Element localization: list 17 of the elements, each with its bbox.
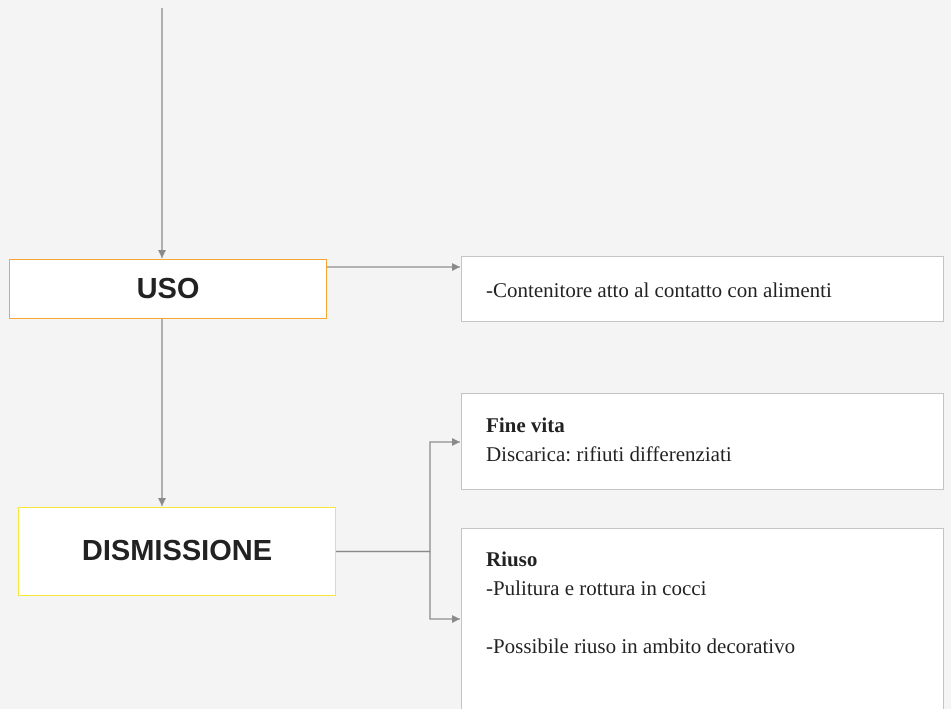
stage-box xyxy=(9,259,327,319)
stage-box xyxy=(18,507,336,596)
note-text: -Pulitura e rottura in cocci xyxy=(486,575,708,602)
arrow xyxy=(327,263,460,271)
note-heading: Fine vita xyxy=(486,412,566,439)
note-heading: Riuso xyxy=(486,546,538,573)
note-box xyxy=(461,256,944,322)
note-box xyxy=(461,393,944,490)
note-text: Discarica: rifiuti differenziati xyxy=(486,441,733,468)
note-text: -Possibile riuso in ambito decorativo xyxy=(486,633,796,660)
arrow xyxy=(158,8,166,258)
stage-label: DISMISSIONE xyxy=(82,535,272,568)
note-text: -Contenitore atto al contatto con alimenti xyxy=(486,277,833,304)
stage-label: USO xyxy=(136,272,200,306)
note-box xyxy=(461,528,944,709)
arrow xyxy=(158,319,166,506)
arrow xyxy=(336,550,460,623)
